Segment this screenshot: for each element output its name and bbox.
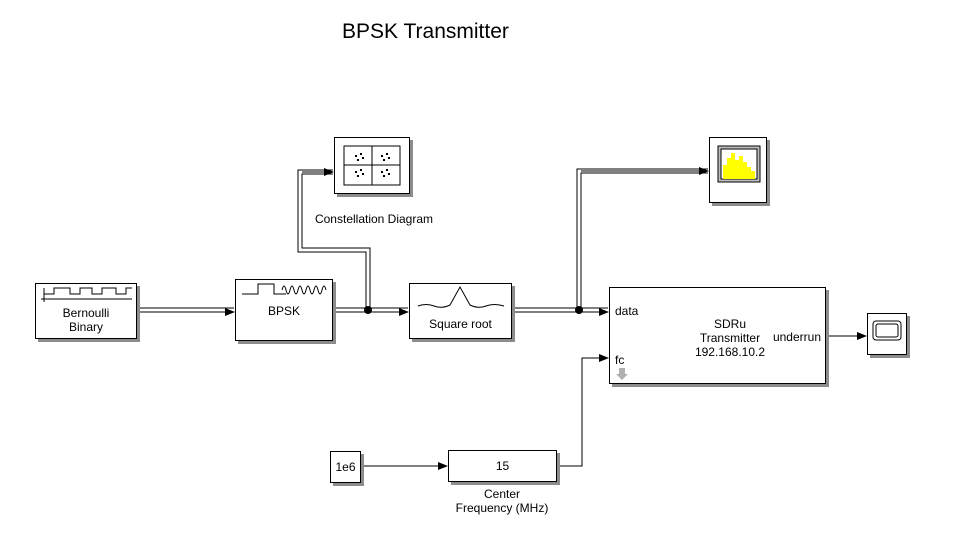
constellation-diagram-block[interactable]: [334, 137, 410, 194]
constellation-icon: [343, 145, 401, 186]
scope-screen-icon: [872, 320, 902, 341]
sdru-transmitter-block[interactable]: data fc underrun SDRu Transmitter 192.16…: [609, 287, 826, 384]
bernoulli-label-line2: Binary: [68, 320, 103, 334]
scope-block[interactable]: [867, 313, 907, 355]
modulated-wave-icon: [242, 283, 327, 295]
gain-value: 15: [495, 459, 510, 473]
square-root-filter-block[interactable]: Square root: [409, 283, 512, 339]
sdru-label-line3: 192.168.10.2: [694, 345, 766, 359]
spectrum-icon: [717, 145, 761, 183]
square-root-label: Square root: [429, 317, 492, 331]
bernoulli-label-line1: Bernoulli: [62, 306, 110, 320]
constellation-caption: Constellation Diagram: [314, 212, 434, 226]
pulse-shape-icon: [417, 285, 505, 308]
port-data: data: [615, 304, 639, 318]
port-underrun: underrun: [772, 330, 821, 344]
sdru-label-line2: Transmitter: [699, 331, 761, 345]
wire-to-constellation: [297, 169, 367, 310]
down-arrow-icon: [616, 368, 628, 380]
wire-to-spectrum: [576, 168, 708, 310]
wire-gain-fc: [557, 354, 609, 467]
gain-caption-line1: Center: [483, 487, 521, 501]
pulse-train-icon: [41, 287, 132, 302]
port-fc: fc: [615, 353, 625, 367]
constant-block[interactable]: 1e6: [330, 451, 361, 483]
bpsk-label: BPSK: [267, 304, 300, 318]
gain-caption-line2: Frequency (MHz): [455, 501, 549, 515]
diagram-title: BPSK Transmitter: [342, 20, 509, 43]
center-frequency-gain-block[interactable]: 15: [448, 450, 557, 482]
branch-point: [364, 306, 372, 314]
spectrum-analyzer-block[interactable]: [709, 137, 767, 203]
bernoulli-binary-block[interactable]: Bernoulli Binary: [35, 283, 137, 339]
branch-point: [575, 306, 583, 314]
sdru-label-line1: SDRu: [713, 317, 746, 331]
constant-value: 1e6: [335, 460, 356, 474]
bpsk-modulator-block[interactable]: BPSK: [235, 279, 333, 341]
